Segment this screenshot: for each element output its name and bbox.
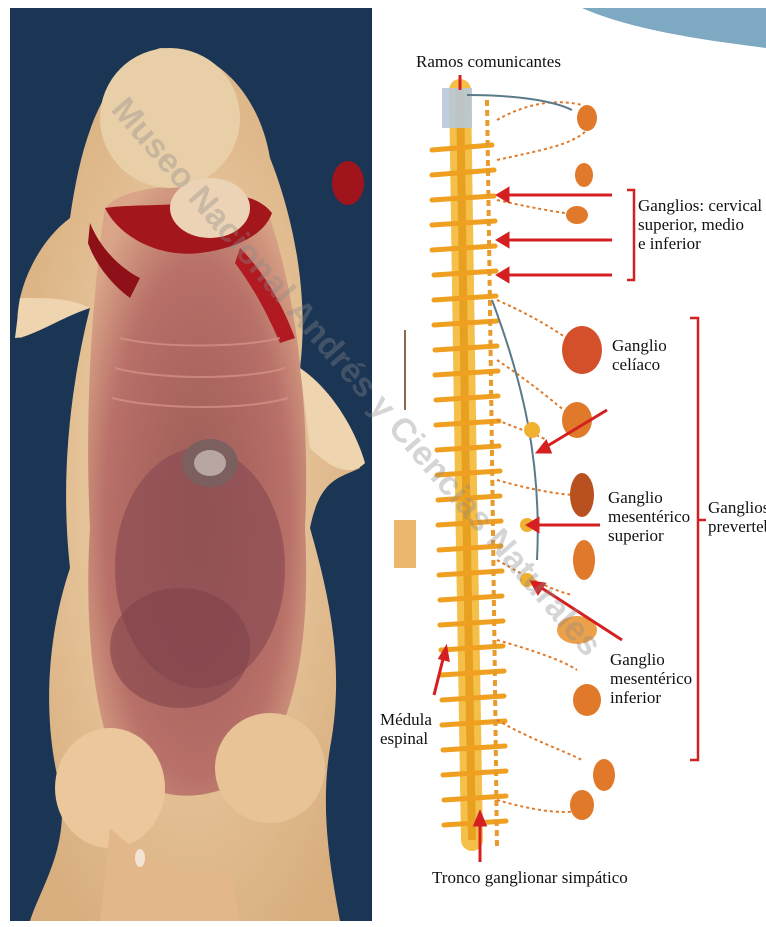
label-line: inferior — [610, 688, 692, 707]
dissection-photo — [10, 8, 372, 921]
label-sympathetic-trunk: Tronco ganglionar simpático — [432, 868, 628, 887]
label-superior-mesenteric-ganglion: Ganglio mesentérico superior — [608, 488, 690, 545]
label-line: Ganglios — [708, 498, 766, 517]
label-line: Ganglio — [608, 488, 690, 507]
label-line: mesentérico — [608, 507, 690, 526]
label-inferior-mesenteric-ganglion: Ganglio mesentérico inferior — [610, 650, 692, 707]
label-line: superior — [608, 526, 690, 545]
label-cervical-ganglia: Ganglios: cervical superior, medio e inf… — [638, 196, 762, 253]
label-line: Ganglios: cervical — [638, 196, 762, 215]
label-line: mesentérico — [610, 669, 692, 688]
sympathetic-nervous-system-diagram: Ramos comunicantes Ganglios: cervical su… — [372, 0, 766, 927]
label-line: prevertebr — [708, 517, 766, 536]
diagram-artwork — [372, 0, 766, 927]
label-line: espinal — [380, 729, 432, 748]
label-spinal-cord: Médula espinal — [380, 710, 432, 748]
label-prevertebral-ganglia: Ganglios prevertebr — [708, 498, 766, 536]
label-line: Ganglio — [610, 650, 692, 669]
label-ramos-comunicantes: Ramos comunicantes — [416, 52, 561, 71]
label-line: Médula — [380, 710, 432, 729]
label-line: superior, medio — [638, 215, 762, 234]
guinea-pig-illustration — [10, 8, 372, 921]
label-line: e inferior — [638, 234, 762, 253]
label-celiac-ganglion: Ganglio celíaco — [612, 336, 667, 374]
label-line: Ganglio — [612, 336, 667, 355]
label-line: celíaco — [612, 355, 667, 374]
